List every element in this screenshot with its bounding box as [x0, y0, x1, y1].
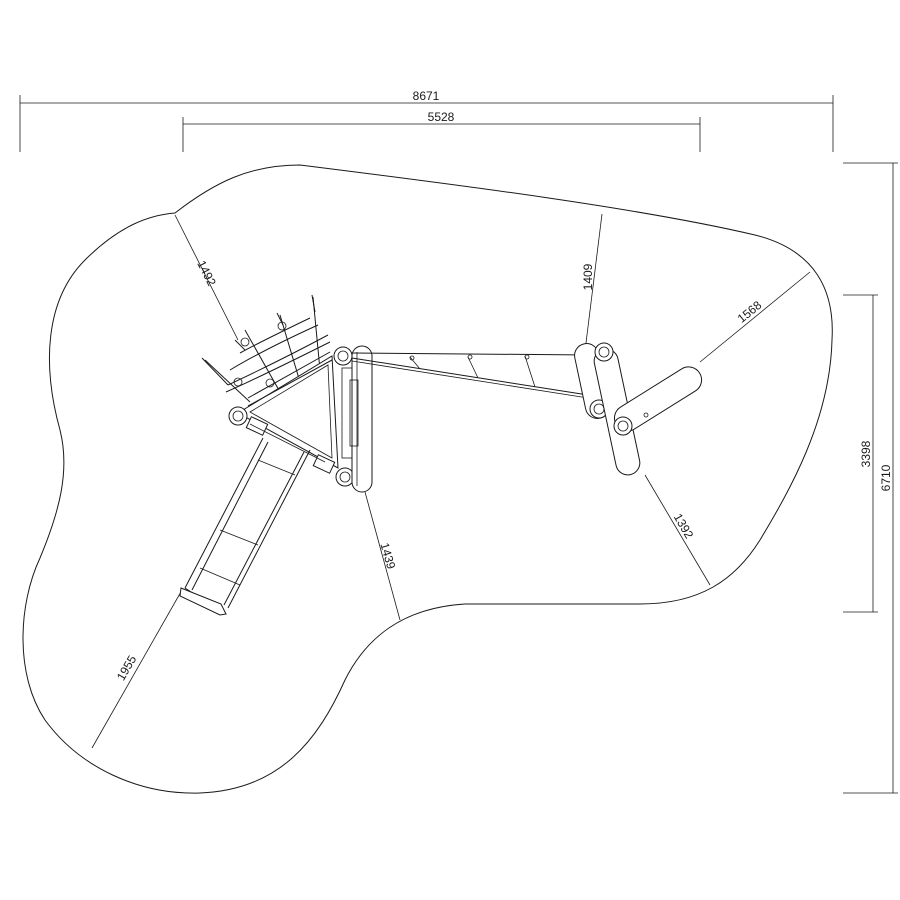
platform-post	[228, 406, 248, 426]
clearance-top-right: 1409	[581, 213, 603, 344]
dimension-inner-width-label: 5528	[428, 110, 455, 124]
dimension-overall-depth-label: 6710	[879, 464, 893, 491]
platform-post	[335, 467, 355, 487]
dimension-inner-width: 5528	[182, 110, 701, 152]
triangular-platform	[228, 346, 355, 487]
net-climber	[201, 294, 331, 403]
clearance-top-left-label: 1492	[194, 258, 219, 288]
platform-post	[333, 346, 353, 366]
clearance-slide-bottom-label: 1955	[114, 653, 140, 683]
clearance-top-right-label: 1409	[581, 263, 595, 290]
clearance-right: 1568	[699, 271, 811, 363]
dimension-partial-depth-label: 3398	[859, 440, 873, 467]
dimension-partial-depth: 3398	[843, 294, 878, 613]
clearance-lower-right-label: 1392	[671, 511, 697, 541]
dimension-overall-width: 8671	[19, 89, 834, 152]
dimension-overall-width-label: 8671	[413, 89, 440, 103]
clearance-center-bottom: 1439	[364, 491, 401, 621]
clearance-top-left: 1492	[174, 214, 239, 341]
clearance-center-bottom-label: 1439	[377, 541, 398, 571]
log-posts	[574, 342, 703, 476]
slide	[179, 437, 311, 616]
clearance-lower-right: 1392	[644, 474, 711, 586]
dimension-overall-depth: 6710	[843, 162, 898, 794]
safety-zone-outline	[22, 164, 833, 794]
log-beam	[341, 345, 373, 493]
clearance-slide-bottom: 1955	[91, 589, 183, 749]
rope-traverse	[351, 352, 591, 399]
